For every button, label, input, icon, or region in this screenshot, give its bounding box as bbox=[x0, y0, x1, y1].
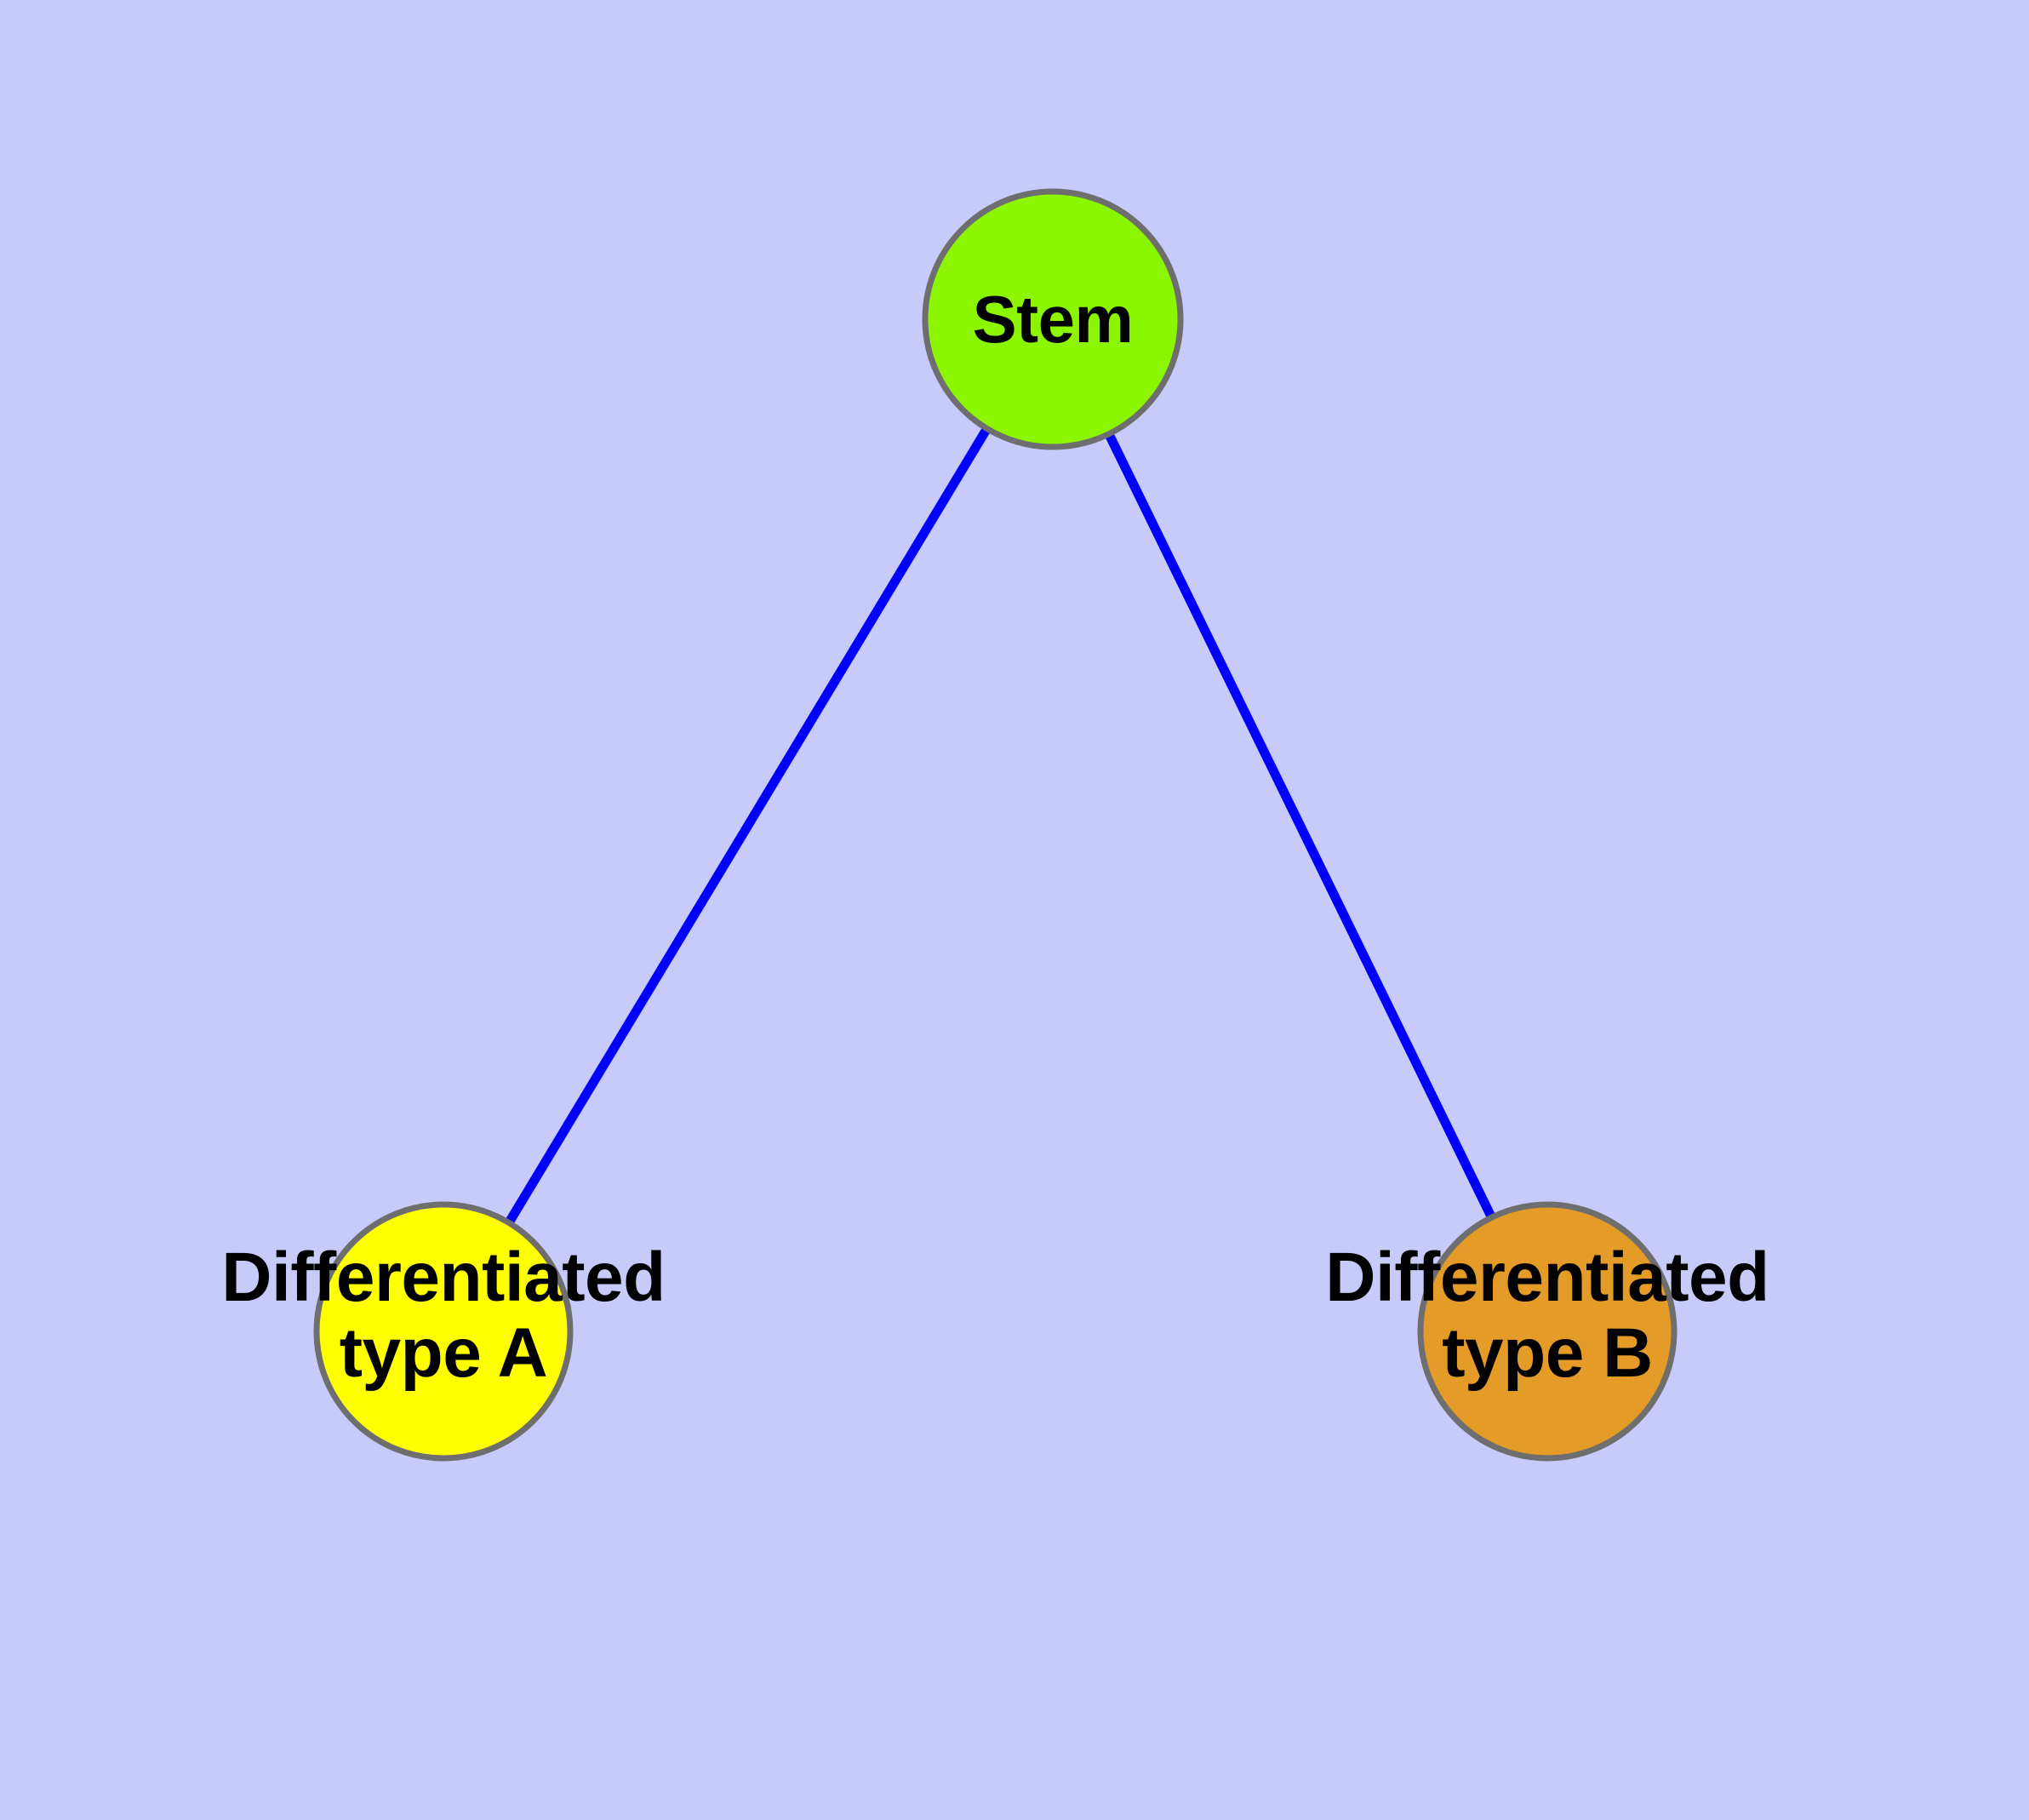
nodes-group bbox=[313, 188, 1677, 1462]
edges-group bbox=[505, 426, 1496, 1225]
node-stem[interactable] bbox=[922, 188, 1184, 450]
node-diff_a[interactable] bbox=[313, 1201, 574, 1462]
edge-stem-to-diff_a bbox=[505, 426, 991, 1225]
node-diff_b[interactable] bbox=[1417, 1201, 1677, 1462]
edge-stem-to-diff_b bbox=[1105, 432, 1496, 1219]
